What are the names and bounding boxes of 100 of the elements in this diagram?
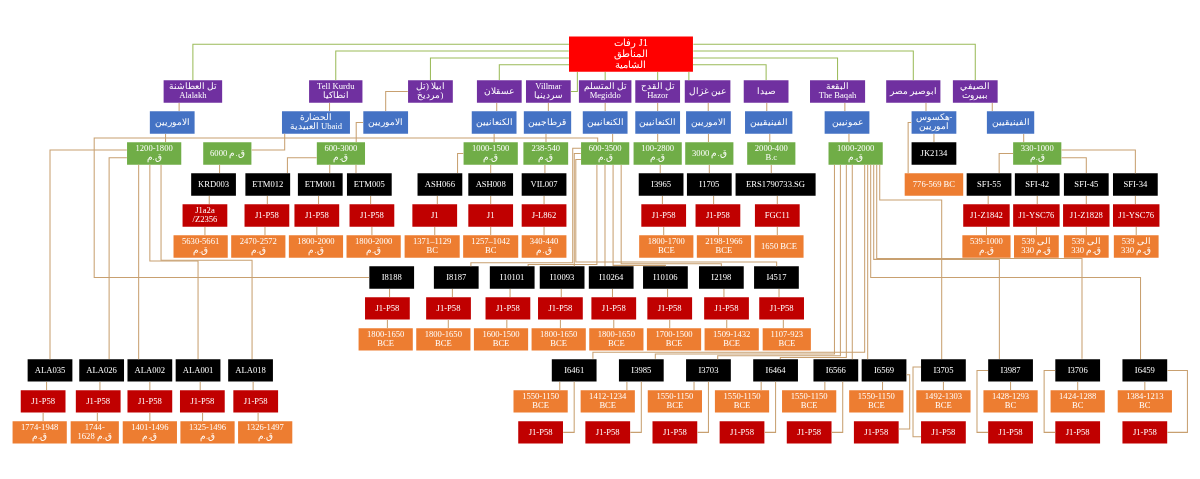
connector [831,380,844,433]
connector [451,287,453,297]
connector [286,156,318,174]
connector [149,380,151,390]
connector [560,287,562,297]
node-box: عسقلان [476,79,522,103]
connector [873,163,1000,359]
node-box: I3985 [618,358,664,382]
connector [1036,195,1038,205]
connector [498,63,570,81]
connector [199,380,201,390]
connector [559,318,561,328]
connector [692,56,839,81]
node-box: ALA001 [175,358,221,382]
node-box: 1800-1650 BCE [531,327,586,351]
connector [613,318,615,328]
connector [335,50,570,81]
connector [882,380,884,390]
connector [329,102,331,112]
connector [544,164,546,174]
node-box: 3000 ق.م [685,141,734,165]
node-box: J1-P58 [585,420,631,444]
node-box: هكسوس- اموريين [911,110,957,134]
node-box: I10106 [643,265,688,289]
node-box: 539 الى 330 ق.م [1063,234,1109,258]
connector [851,163,853,360]
node-box: I6464 [753,358,798,382]
connector [776,195,778,205]
node-box: 1371–1129 BC [404,234,460,258]
node-box: الفينيقيين [745,110,793,134]
node-box: J1-P58 [244,203,290,227]
connector [611,287,613,297]
connector [386,318,388,328]
connector [976,369,989,433]
node-box: I10101 [489,265,535,289]
connector [626,380,628,390]
connector [160,163,253,360]
node-box: رفات J1 المناطق الشامية [569,35,693,72]
connector [782,318,784,328]
node-box: 1800-1700 BCE [639,234,694,258]
node-box: I10093 [539,265,585,289]
connector [219,164,221,174]
node-box: J1-P58 [485,296,531,320]
connector [355,121,364,142]
node-box: J1-P58 [647,296,693,320]
connector [434,226,436,236]
connector [575,158,778,267]
node-box: J1-P58 [180,389,225,413]
node-box: J1-P58 [127,389,173,413]
connector [726,318,728,328]
connector [592,163,866,359]
node-box: 1550-1150 BCE [782,389,837,413]
connector [1135,226,1137,236]
connector [266,195,268,205]
node-box: J1-P58 [426,296,471,320]
connector [385,90,409,111]
node-box: عين غزال [684,79,731,103]
connector [493,133,495,143]
node-box: J1-P58 [1055,420,1101,444]
node-box: J1-P58 [75,389,121,413]
connector [933,133,935,143]
node-box: J1-P58 [20,389,66,413]
connector [912,365,922,437]
node-box: الكنعانيين [635,110,681,134]
node-box: J1-P58 [652,420,698,444]
node-box: 1800-1650 BCE [589,327,644,351]
node-box: 539 الى 330 ق.م [1014,234,1059,258]
connector [570,70,578,92]
connector [907,121,912,174]
node-box: ابوصير مصر [886,79,941,103]
connector [663,226,665,236]
node-box: JK2134 [911,141,957,165]
node-box: ALA018 [228,358,273,382]
connector [1035,226,1037,236]
connector [506,318,508,328]
node-box: 776-569 BC [904,172,964,196]
connector [707,102,709,112]
node-box: J1-P58 [641,203,687,227]
node-box: J1-YSC76 [1013,203,1060,227]
connector [371,226,373,236]
connector [46,380,48,390]
node-box: 2198-1966 BCE [696,234,752,258]
connector [1043,369,1056,433]
node-box: J1-P58 [294,203,340,227]
node-box: J1-P58 [591,296,637,320]
connector [329,164,331,174]
node-box: الحضارة العبيدية Ubaid [281,110,350,134]
connector [527,163,598,267]
node-box: VIL007 [521,172,567,196]
connector [778,287,780,297]
node-box: ETM001 [297,172,343,196]
node-box: I6569 [861,358,907,382]
connector [776,226,778,236]
node-box: ERS1790733.SG [735,172,816,196]
node-box: 1800-1650 BCE [358,327,413,351]
connector [149,164,199,360]
node-box: ALA002 [127,358,173,382]
connector [1134,195,1136,205]
connector [657,133,659,143]
connector [355,164,357,174]
